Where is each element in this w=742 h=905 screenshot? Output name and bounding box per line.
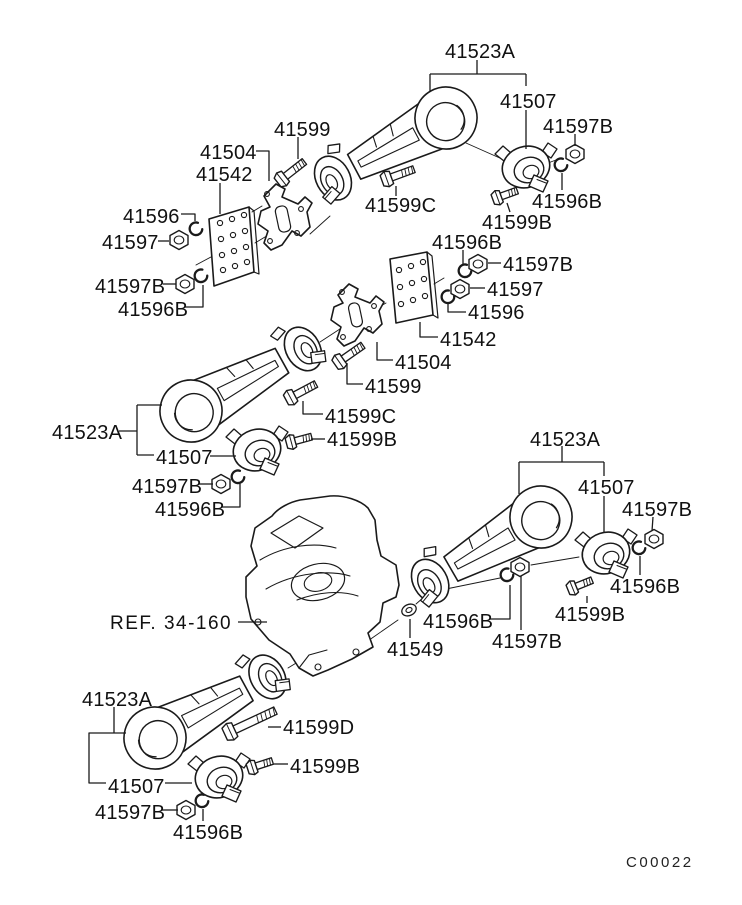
label-41523A-mid-left: 41523A xyxy=(52,422,123,444)
bushing-41507-middle xyxy=(225,422,289,478)
bolt-41599B-top xyxy=(489,182,521,208)
bolt-41599B-bottom-right xyxy=(564,572,596,598)
label-41599B-mid: 41599B xyxy=(327,429,398,451)
label-41596-mid-right: 41596 xyxy=(468,302,525,324)
snap-ring-41596B-top-right xyxy=(552,155,570,174)
label-41596B-left: 41596B xyxy=(118,299,189,321)
nut-41597B-left xyxy=(175,273,195,295)
label-41507-top: 41507 xyxy=(500,91,557,113)
label-41507-mid-left: 41507 xyxy=(156,447,213,469)
control-arm-top xyxy=(301,75,489,215)
label-41597B-left: 41597B xyxy=(95,276,166,298)
nut-41597-left xyxy=(169,229,189,251)
label-41597B-bottom-center: 41597B xyxy=(492,631,563,653)
label-41504-top: 41504 xyxy=(200,142,257,164)
label-41597B-bottom-right: 41597B xyxy=(622,499,693,521)
snap-ring-41596B-bottom-right xyxy=(630,538,648,557)
label-41523A-top: 41523A xyxy=(445,41,516,63)
nut-41597B-bottom-left xyxy=(176,799,196,821)
snap-ring-41596-left xyxy=(187,219,205,238)
drawing-code: C00022 xyxy=(626,854,694,871)
label-41596B-top-right: 41596B xyxy=(532,191,603,213)
label-41597B-bottom-left: 41597B xyxy=(95,802,166,824)
control-arm-bottom-right xyxy=(398,473,585,618)
label-41597-left: 41597 xyxy=(102,232,159,254)
label-41542-mid: 41542 xyxy=(440,329,497,351)
mount-bracket-middle xyxy=(330,283,385,347)
label-41549: 41549 xyxy=(387,639,444,661)
label-41596B-bottom-left: 41596B xyxy=(173,822,244,844)
label-41599-mid: 41599 xyxy=(365,376,422,398)
bolt-41599-top xyxy=(271,154,311,190)
nut-41597B-top-right xyxy=(565,143,585,165)
label-41507-bottom-right: 41507 xyxy=(578,477,635,499)
label-41523A-bottom-right: 41523A xyxy=(530,429,601,451)
nut-41597B-bottom-right xyxy=(644,528,664,550)
label-41597-mid-right: 41597 xyxy=(487,279,544,301)
label-41599B-top: 41599B xyxy=(482,212,553,234)
nut-41597B-mid-left xyxy=(211,473,231,495)
leader-lines xyxy=(88,60,654,821)
label-41599D: 41599D xyxy=(283,717,355,739)
label-41599B-bottom-left: 41599B xyxy=(290,756,361,778)
label-41504-mid: 41504 xyxy=(395,352,452,374)
mount-bracket-top xyxy=(257,183,313,251)
label-41523A-bottom-left: 41523A xyxy=(82,689,153,711)
washer-41549 xyxy=(399,601,419,619)
snap-ring-41596B-mid-left xyxy=(229,467,247,486)
label-41596B-bottom-center: 41596B xyxy=(423,611,494,633)
bolt-41599C-middle xyxy=(281,376,321,408)
control-arm-middle xyxy=(148,312,335,454)
differential-carrier xyxy=(245,495,400,677)
label-41507-bottom-left: 41507 xyxy=(108,776,165,798)
bushing-41507-bottom-right xyxy=(574,525,638,581)
label-41597B-top-right: 41597B xyxy=(543,116,614,138)
label-41597B-mid-left: 41597B xyxy=(132,476,203,498)
label-41596-left: 41596 xyxy=(123,206,180,228)
label-41596B-mid: 41596B xyxy=(432,232,503,254)
label-41597B-mid-right: 41597B xyxy=(503,254,574,276)
shim-plate-top xyxy=(208,206,260,287)
label-41542-top: 41542 xyxy=(196,164,253,186)
bolt-41599B-middle xyxy=(283,428,315,452)
label-41599-top: 41599 xyxy=(274,119,331,141)
label-41596B-bottom-right: 41596B xyxy=(610,576,681,598)
label-41596B-mid-left: 41596B xyxy=(155,499,226,521)
snap-ring-41596B-left xyxy=(191,266,210,285)
label-41599C-top: 41599C xyxy=(365,195,437,217)
label-ref-34-160: REF. 34-160 xyxy=(110,613,233,634)
bolt-41599B-bottom-left xyxy=(244,753,276,777)
shim-plate-middle xyxy=(389,251,439,324)
label-41599B-bottom-right: 41599B xyxy=(555,604,626,626)
label-41599C-mid: 41599C xyxy=(325,406,397,428)
